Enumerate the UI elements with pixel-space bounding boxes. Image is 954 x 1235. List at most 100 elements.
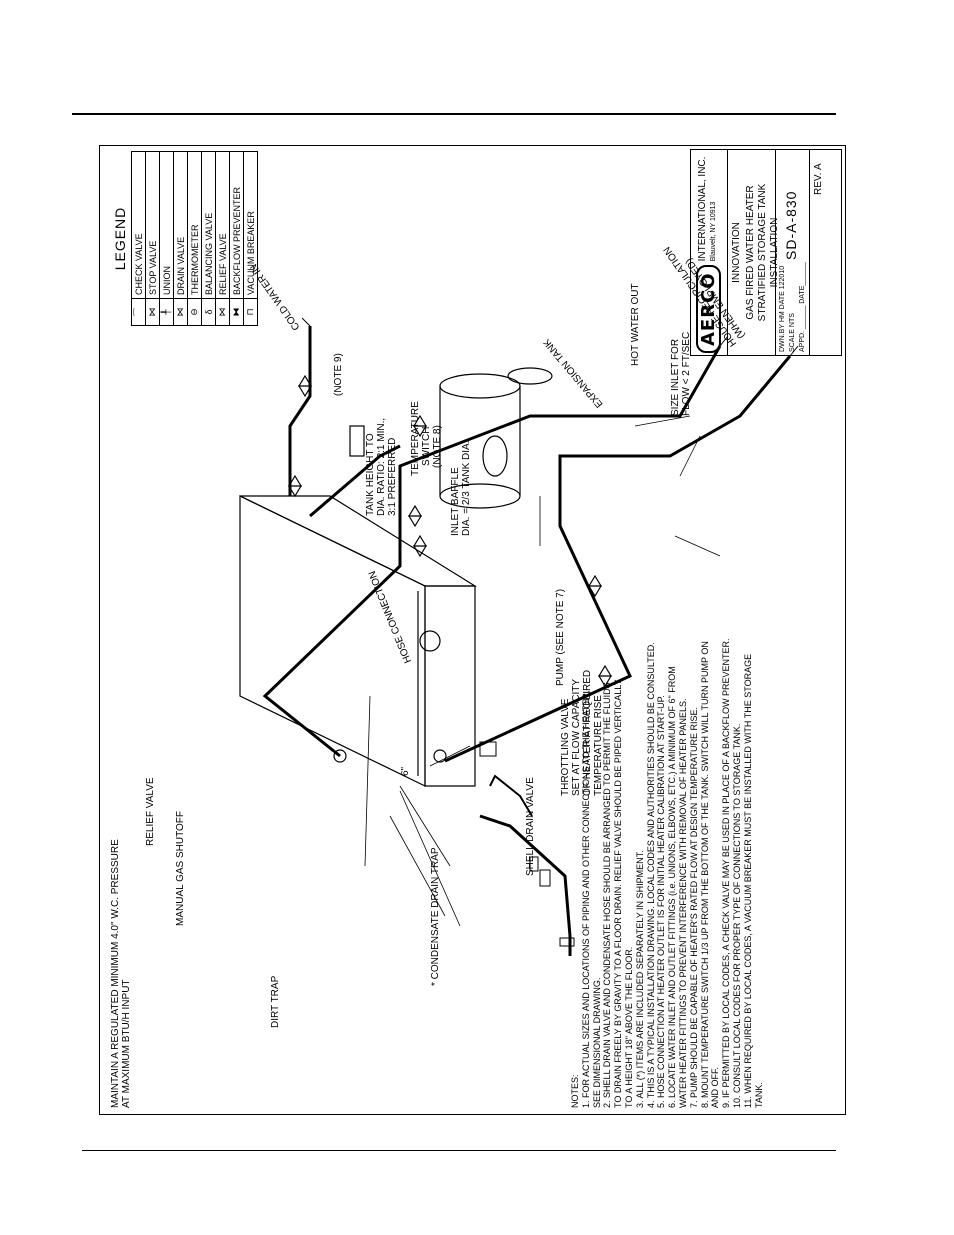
cold-water-in-pipe: [288, 326, 312, 496]
vacuum-breaker-icon: ⊓: [243, 298, 258, 326]
temp-switch-label-3: (NOTE 8): [432, 425, 443, 468]
heater-outlet-fitting: [433, 749, 447, 763]
shell-drain-valve-label: SHELL DRAIN VALVE: [525, 777, 536, 876]
note-line: 1. FOR ACTUAL SIZES AND LOCATIONS OF PIP…: [580, 690, 591, 1108]
legend-row: ⊓VACUUM BREAKER: [243, 151, 258, 326]
union-icon: ╀: [159, 298, 174, 326]
rev-value: A: [813, 163, 824, 170]
scale: SCALE NTS: [789, 313, 796, 352]
legend-label: UNION: [159, 151, 174, 299]
note-line: TO DRAIN FREELY BY GRAVITY TO A FLOOR DR…: [613, 679, 624, 1108]
backflow-preventer-icon: [349, 425, 365, 457]
dirt-trap-label: DIRT TRAP: [270, 975, 281, 1028]
inlet-baffle-label-2: DIA. = 2/3 TANK DIA.: [461, 440, 472, 537]
balancing-valve-icon: δ: [201, 298, 216, 326]
stop-valve-icon: ⋈: [145, 298, 160, 326]
legend-label: BALANCING VALVE: [201, 151, 216, 299]
notes-title: NOTES:: [570, 1074, 580, 1108]
size-inlet-label-1: SIZE INLET FOR: [670, 338, 681, 416]
legend-label: VACUUM BREAKER: [243, 151, 258, 299]
thermometer-icon: ⊖: [187, 298, 202, 326]
cold-in-end: [301, 317, 311, 327]
gas-shutoff-icon: [539, 869, 551, 887]
note-line: 5. HOSE CONNECTION AT HEATER OUTLET IS F…: [656, 695, 667, 1108]
divider: [727, 150, 728, 355]
note-line: 6. LOCATE WATER INLET AND OUTLET FITTING…: [667, 666, 678, 1108]
installation-drawing: MAINTAIN A REGULATED MINIMUM 4.0" W.C. P…: [100, 146, 847, 1116]
gas-pressure-label-2: AT MAXIMUM BTU/H INPUT: [121, 979, 132, 1108]
storage-tank: [439, 373, 521, 509]
gas-supply-pipe: [479, 814, 572, 956]
note-line: 9. IF PERMITTED BY LOCAL CODES, A CHECK …: [721, 638, 732, 1108]
hot-water-out-pipe: [558, 355, 792, 526]
bottom-rule: [82, 1150, 836, 1151]
condensate-drain-line: [489, 774, 533, 817]
legend-row: ╀UNION: [159, 151, 174, 326]
drawing-number: SD-A-830: [783, 190, 799, 260]
gas-pressure-label-1: MAINTAIN A REGULATED MINIMUM 4.0" W.C. P…: [110, 839, 121, 1108]
legend-label: STOP VALVE: [145, 151, 160, 299]
inlet-baffle-label-1: INLET BAFFLE: [450, 467, 461, 536]
drawing-title-1: GAS FIRED WATER HEATER: [745, 185, 756, 320]
legend-label: THERMOMETER: [187, 151, 202, 299]
cold-feed-pipe: [309, 444, 401, 518]
drawing-sheet: MAINTAIN A REGULATED MINIMUM 4.0" W.C. P…: [99, 145, 846, 1115]
condensate-drain-trap-label: * CONDENSATE DRAIN TRAP: [430, 847, 441, 986]
legend-row: ⁀CHECK VALVE: [131, 151, 146, 326]
notes-block: NOTES: 1. FOR ACTUAL SIZES AND LOCATIONS…: [570, 548, 764, 1108]
product-name: INNOVATION: [731, 222, 742, 283]
inlet-baffle: [482, 435, 508, 477]
rev-label: REV.: [813, 172, 824, 195]
note-line: SEE DIMENSIONAL DRAWING.: [591, 977, 602, 1108]
drain-valve-icon: ⋈: [173, 298, 188, 326]
note-line: TANK.: [753, 1082, 764, 1108]
divider: [809, 150, 810, 355]
legend-row: ⊖THERMOMETER: [187, 151, 202, 326]
drawing-title-2: STRATIFIED STORAGE TANK INSTALLATION: [757, 183, 780, 322]
aerco-logo: AERCO: [695, 265, 721, 353]
legend-label: BACKFLOW PREVENTER: [229, 151, 244, 299]
expansion-tank: [507, 367, 553, 385]
note-line: 2. SHELL DRAIN VALVE AND CONDENSATE HOSE…: [602, 682, 613, 1108]
relief-valve-icon: [479, 741, 497, 757]
valve-icons: [287, 374, 613, 688]
company-name: INTERNATIONAL, INC. Blauvelt, NY 10913: [697, 157, 719, 262]
backflow-preventer-icon: ⧓: [229, 298, 244, 326]
tank-height-label-3: 3:1 PREFERRED: [387, 437, 398, 516]
drawn-by: DWN.BY HM DATE 122010: [779, 265, 786, 352]
relief-valve-label: RELIEF VALVE: [145, 777, 156, 846]
legend-row: ⋈RELIEF VALVE: [215, 151, 230, 326]
hot-water-out-label: HOT WATER OUT: [630, 283, 641, 366]
pump-icon: [419, 630, 441, 652]
temp-switch-label-1: TEMPERATURE: [410, 401, 421, 476]
dirt-trap-icon: [559, 937, 575, 947]
hot-out-end: [789, 345, 799, 357]
heater-inlet-fitting: [333, 749, 347, 763]
legend-title: LEGEND: [112, 206, 128, 271]
piping-diagram: [239, 317, 799, 956]
gas-valve-icon: [529, 856, 539, 872]
legend-table: ⁀CHECK VALVE ⋈STOP VALVE ╀UNION ⋈DRAIN V…: [131, 151, 258, 326]
return-pipe: [262, 345, 722, 758]
temp-switch-label-2: SWITCH: [421, 426, 432, 466]
note-line: 11. WHEN REQUIRED BY LOCAL CODES, A VACU…: [742, 653, 753, 1108]
note9-label: (NOTE 9): [333, 353, 344, 396]
note-line: 4. THIS IS A TYPICAL INSTALLATION DRAWIN…: [645, 642, 656, 1108]
leader-lines: [364, 415, 721, 927]
note-line: TO A HEIGHT 18" ABOVE THE FLOOR.: [623, 946, 634, 1108]
dimension-line: [429, 745, 471, 767]
company-logo: AERCO INTERNATIONAL, INC. Blauvelt, NY 1…: [693, 157, 723, 353]
pump-label: PUMP (SEE NOTE 7): [555, 588, 566, 686]
manual-gas-shutoff-label: MANUAL GAS SHUTOFF: [175, 810, 186, 926]
legend-row: ⋈STOP VALVE: [145, 151, 160, 326]
divider: [775, 150, 776, 355]
note-line: WATER HEATER FITTINGS TO PREVENT INTERFE…: [677, 698, 688, 1108]
note-line: 8. MOUNT TEMPERATURE SWITCH 1/3 UP FROM …: [699, 641, 710, 1108]
note-line: 10. CONSULT LOCAL CODES FOR PROPER TYPE …: [731, 723, 742, 1108]
legend-label: RELIEF VALVE: [215, 151, 230, 299]
legend-row: ⋈DRAIN VALVE: [173, 151, 188, 326]
company-label: INTERNATIONAL, INC.: [697, 156, 708, 262]
tank-height-label-2: DIA. RATIO: 2:1 MIN.,: [376, 417, 387, 516]
top-rule: [72, 113, 836, 115]
note-line: 7. PUMP SHOULD BE CAPABLE OF HEATER'S RA…: [688, 707, 699, 1108]
